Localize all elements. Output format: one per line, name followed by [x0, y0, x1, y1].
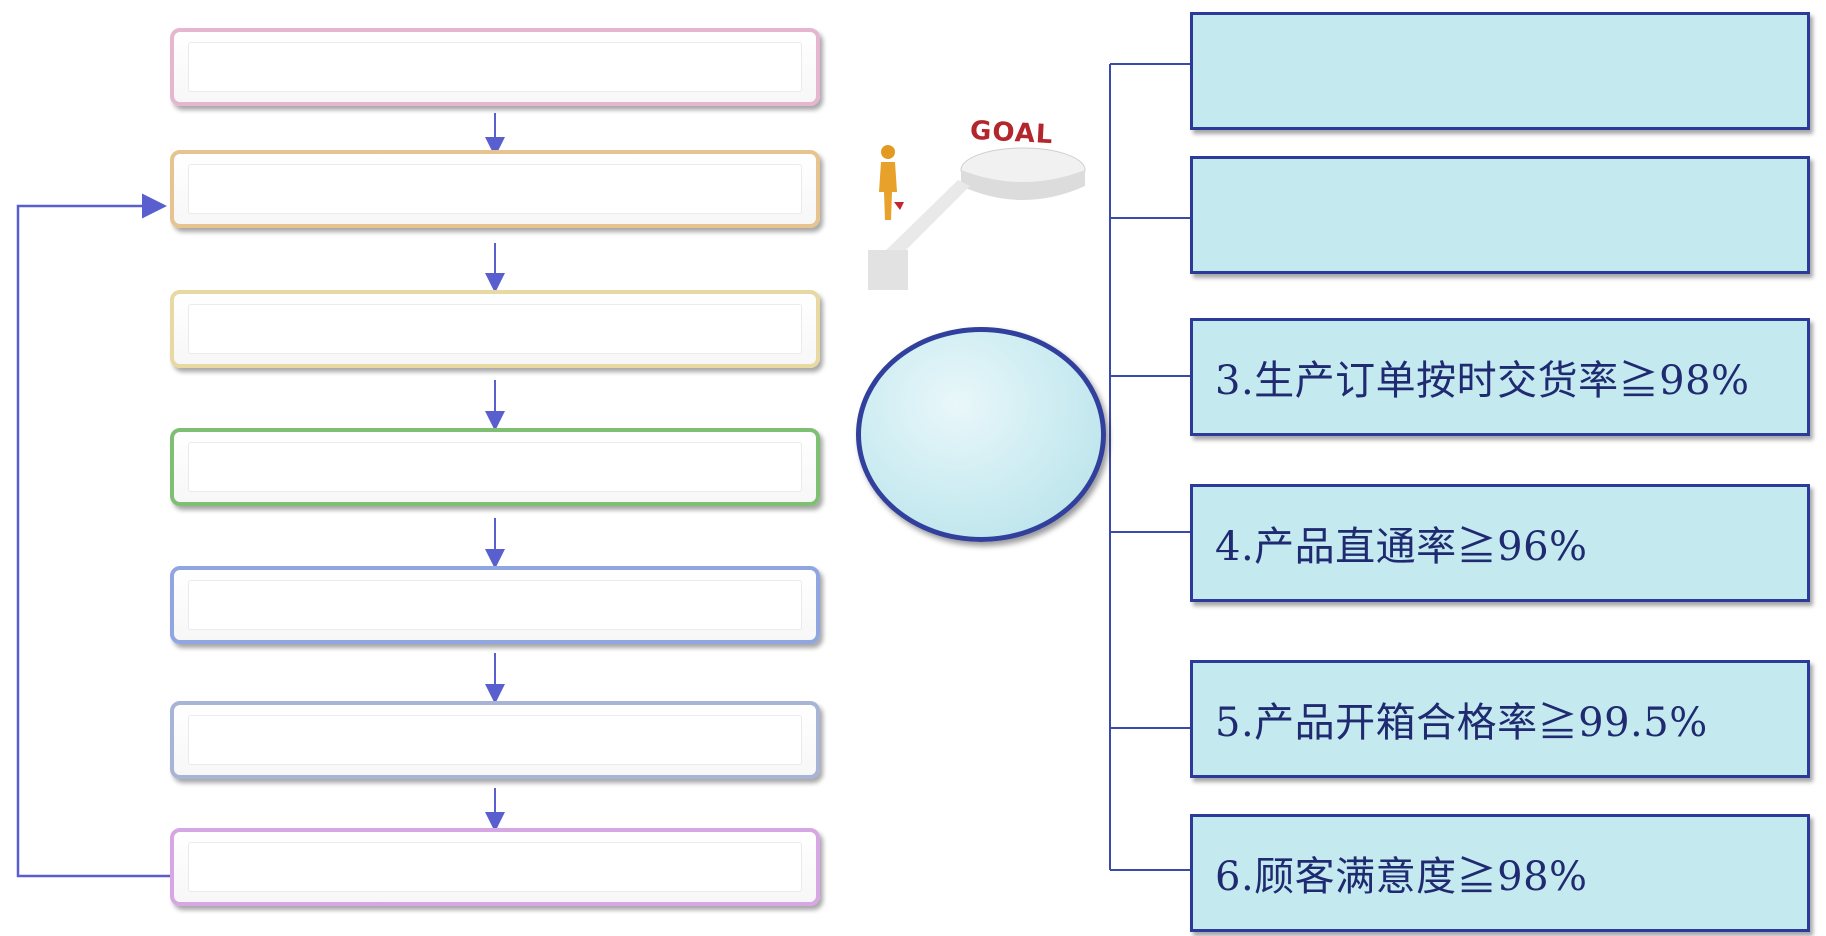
goal-label: GOAL [969, 115, 1055, 151]
goal-text: 4.产品直通率≧96% [1215, 524, 1588, 570]
goal-box-4: 4.产品直通率≧96% [1190, 484, 1810, 602]
goal-illustration [868, 145, 1086, 290]
flow-step-3 [170, 290, 820, 368]
feedback-loop-arrow [16, 193, 170, 878]
goal-text: 5.产品开箱合格率≧99.5% [1215, 700, 1708, 746]
goal-box-3: 3.生产订单按时交货率≧98% [1190, 318, 1810, 436]
goal-text: 6.顾客满意度≧98% [1215, 854, 1588, 900]
flow-step-1 [170, 28, 820, 106]
goal-box-1 [1190, 12, 1810, 130]
goal-text: 3.生产订单按时交货率≧98% [1215, 358, 1750, 404]
goal-box-6: 6.顾客满意度≧98% [1190, 814, 1810, 932]
flow-step-2 [170, 150, 820, 228]
flow-step-7 [170, 828, 820, 906]
flow-step-5 [170, 566, 820, 644]
flow-step-6 [170, 701, 820, 779]
goal-box-5: 5.产品开箱合格率≧99.5% [1190, 660, 1810, 778]
flow-step-4 [170, 428, 820, 506]
center-ellipse [856, 327, 1106, 542]
goal-box-2 [1190, 156, 1810, 274]
